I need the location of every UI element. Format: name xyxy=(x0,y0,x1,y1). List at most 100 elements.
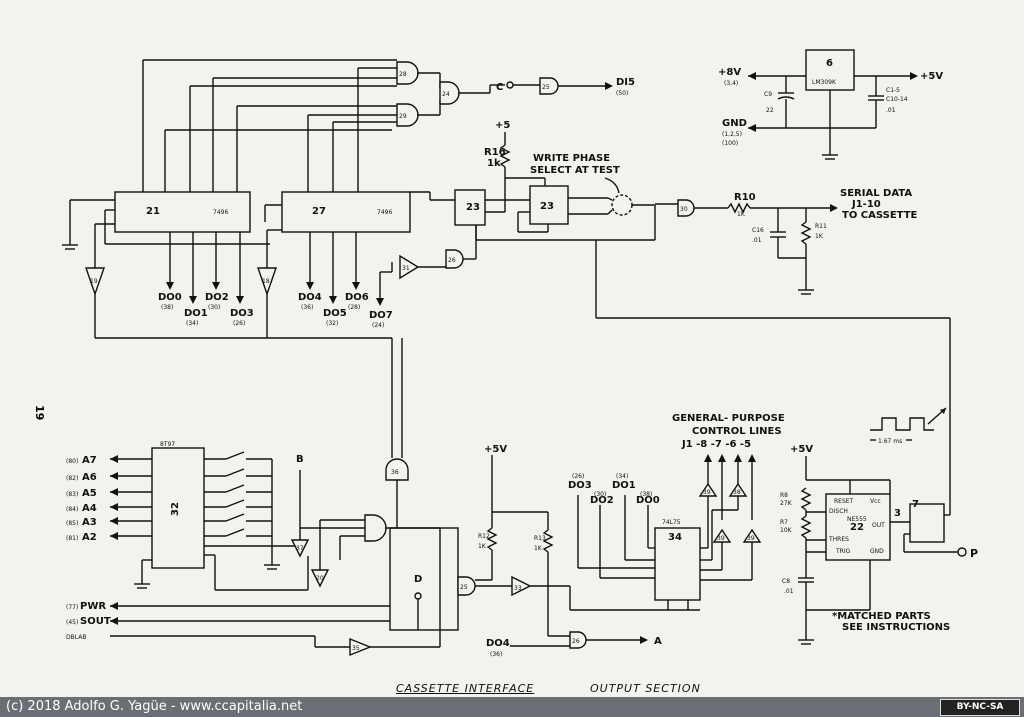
vcc-label: Vcc xyxy=(870,498,881,505)
to-cassette-label: TO CASSETTE xyxy=(842,210,918,221)
chip-23b xyxy=(529,185,569,225)
dip-switch-bank xyxy=(204,451,280,570)
resistor-r11 xyxy=(800,221,812,245)
do1-pin: (34) xyxy=(186,320,198,327)
r8-label: R8 xyxy=(780,492,788,499)
gnd-pin: (1,2,5) xyxy=(722,131,742,138)
a2-pin: (81) xyxy=(66,535,78,542)
r7-label: R7 xyxy=(780,519,788,526)
do1-mid-pin: (34) xyxy=(616,473,628,480)
see-instructions-label: SEE INSTRUCTIONS xyxy=(842,622,950,633)
r16-value: 1k xyxy=(487,158,501,169)
r13-label: R13 xyxy=(534,535,546,542)
gnd-555-label: GND xyxy=(870,548,884,555)
do2-label: DO2 xyxy=(205,292,229,303)
plus5v-arrow-icon xyxy=(910,72,918,80)
caption-right: OUTPUT SECTION xyxy=(590,682,701,695)
a-out-arrow-icon xyxy=(640,636,648,644)
gate-28 xyxy=(396,61,419,85)
chip-27-top-wires xyxy=(307,67,397,192)
inverter-31 xyxy=(399,254,420,280)
pin3-label: 3 xyxy=(894,508,901,519)
buffer-38-label: 38 xyxy=(733,489,741,496)
chip-32-label: 32 xyxy=(170,502,181,516)
r8-value: 27K xyxy=(780,500,793,507)
plus5v-reg-label: +5V xyxy=(920,71,943,82)
gate-28-label: 28 xyxy=(399,71,407,78)
r7-value: 10K xyxy=(780,527,793,534)
r13-value: 1K xyxy=(534,545,543,552)
c-value: .01 xyxy=(886,107,896,114)
chip-27-label: 27 xyxy=(312,206,326,217)
c16-label: C16 xyxy=(752,227,764,234)
c8-value: .01 xyxy=(784,588,794,595)
phase-select-jumper xyxy=(611,194,633,216)
chip-34-inputs xyxy=(577,495,655,579)
inverter-31-label: 31 xyxy=(402,265,410,272)
general-purpose-label: GENERAL- PURPOSE xyxy=(672,413,785,424)
resistor-r8 xyxy=(800,487,812,511)
d-label: D xyxy=(414,574,422,585)
di5-pin: (50) xyxy=(616,90,628,97)
do3-mid-label: DO3 xyxy=(568,480,592,491)
pwr-label: PWR xyxy=(80,601,106,612)
chip-32 xyxy=(151,447,205,569)
address-lines xyxy=(110,455,152,540)
latch-box-d xyxy=(389,527,459,631)
chip-22-type: NE555 xyxy=(847,516,867,523)
do1-mid-label: DO1 xyxy=(612,480,636,491)
c9-value: 22 xyxy=(766,107,774,114)
chip-23b-label: 23 xyxy=(540,201,554,212)
a6-pin: (82) xyxy=(66,475,78,482)
chip-21-top-wires xyxy=(142,59,397,192)
a6-label: A6 xyxy=(82,472,97,483)
page-number: 19 xyxy=(33,405,46,420)
do-arrows-21 xyxy=(166,232,244,304)
do5-label: DO5 xyxy=(323,308,347,319)
chip-34 xyxy=(654,527,701,601)
resistor-r10 xyxy=(727,202,751,214)
caption-left: CASSETTE INTERFACE xyxy=(396,682,535,695)
sout-arrow-icon xyxy=(110,617,118,625)
c-signal-label: C xyxy=(496,82,503,93)
chip-34-type: 74L75 xyxy=(662,519,681,526)
di5-label: DI5 xyxy=(616,77,635,88)
di5-arrow-icon xyxy=(605,82,613,90)
control-lines-label: CONTROL LINES xyxy=(692,426,782,437)
chip-21-label: 21 xyxy=(146,206,160,217)
chip-22 xyxy=(825,493,891,561)
plus8v-pin: (3,4) xyxy=(724,80,738,87)
pwr-arrow-icon xyxy=(110,602,118,610)
buffer-39a-label: 39 xyxy=(703,489,711,496)
gnd-label: GND xyxy=(722,118,747,129)
resistor-r16 xyxy=(499,144,511,168)
a5-label: A5 xyxy=(82,488,97,499)
buffer-39c-label: 39 xyxy=(747,535,755,542)
buffer-37 xyxy=(290,539,310,558)
plus5-label: +5 xyxy=(495,120,510,131)
a7-label: A7 xyxy=(82,455,97,466)
gate-26 xyxy=(445,249,464,269)
gate-26-lower xyxy=(569,631,587,649)
plus8v-arrow-icon xyxy=(748,72,756,80)
a3-pin: (85) xyxy=(66,520,78,527)
do3-pin: (26) xyxy=(233,320,245,327)
do7-pin: (24) xyxy=(372,322,384,329)
chip-34-label: 34 xyxy=(668,532,682,543)
buffer-39b-label: 39 xyxy=(717,535,725,542)
gate-29-label: 29 xyxy=(399,113,407,120)
chip-32-type: 8T97 xyxy=(160,441,175,448)
out-label: OUT xyxy=(872,522,885,529)
r11-value: 1K xyxy=(815,233,824,240)
do3-label: DO3 xyxy=(230,308,254,319)
buffer-18-label: 18 xyxy=(262,278,270,285)
do4-lower-label: DO4 xyxy=(486,638,510,649)
serial-data-arrow-icon xyxy=(830,204,838,212)
gate-25 xyxy=(539,77,559,95)
do0-label: DO0 xyxy=(158,292,182,303)
thres-label: THRES xyxy=(828,536,849,543)
inverter-33-label: 33 xyxy=(514,585,522,592)
license-badge[interactable]: BY-NC-SA xyxy=(940,699,1020,716)
p-out-label: P xyxy=(970,547,978,560)
chip-21 xyxy=(114,191,251,233)
